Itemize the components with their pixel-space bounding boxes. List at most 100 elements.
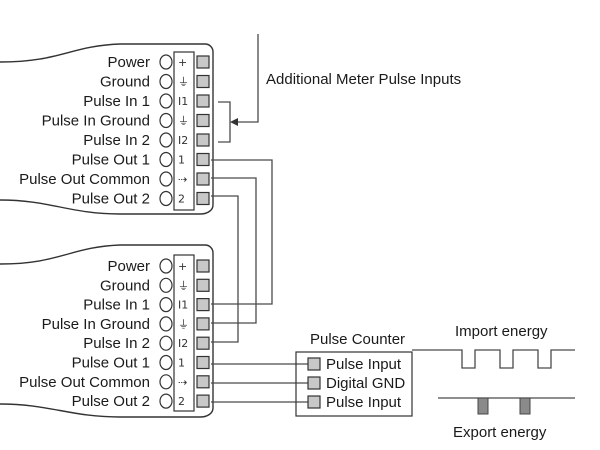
terminal-connector[interactable] (196, 55, 210, 69)
meter2-terminal-row: Ground ⏚ (100, 277, 210, 294)
additional-inputs-annotation: Additional Meter Pulse Inputs (218, 34, 461, 143)
pulse-counter-input: Pulse Input (307, 394, 402, 411)
pulse-counter-box (295, 351, 413, 417)
terminal-screw-icon (159, 393, 173, 409)
terminal-screw-icon (159, 54, 173, 70)
meter1-terminal-row: Power + (107, 54, 210, 71)
terminal-screw-icon (159, 151, 173, 168)
terminal-symbol-icon: ⏚ (178, 76, 189, 89)
export-pulse-2 (519, 397, 531, 415)
pulse-counter-input: Digital GND (307, 375, 405, 392)
terminal-screw-icon (159, 132, 173, 148)
bracket (218, 101, 231, 143)
terminal-symbol-icon: + (178, 56, 187, 69)
terminal-connector[interactable] (196, 394, 210, 408)
terminal-symbol-icon: I2 (178, 337, 188, 350)
counter-input-label: Digital GND (326, 375, 405, 392)
terminal-symbol-icon: 1 (178, 154, 185, 167)
terminal-symbol-icon: I2 (178, 134, 188, 147)
terminal-connector[interactable] (196, 113, 210, 128)
terminal-connector[interactable] (196, 133, 210, 147)
export-energy-label: Export energy (453, 424, 547, 441)
meter-2-terminal-strip (173, 254, 195, 412)
terminal-connector[interactable] (196, 278, 210, 292)
meter1-terminal-row: Pulse Out 1 1 (72, 151, 210, 169)
meter2-terminal-row: Pulse Out 1 1 (72, 354, 210, 372)
meter2-terminal-row: Pulse In Ground ⏚ (42, 316, 210, 333)
meter1-terminal-row: Pulse In Ground⏚ (42, 113, 210, 130)
terminal-symbol-icon: ⇢ (178, 376, 187, 389)
terminal-connector[interactable] (196, 375, 210, 389)
terminal-connector[interactable] (196, 317, 210, 331)
terminal-connector[interactable] (196, 152, 210, 167)
arrow-head-icon (230, 118, 238, 126)
terminal-symbol-icon: + (178, 260, 187, 273)
export-signal: Export energy (438, 397, 575, 441)
terminal-symbol-icon: ⏚ (178, 318, 189, 331)
terminal-connector[interactable] (196, 298, 210, 312)
terminal-label: Ground (100, 277, 150, 294)
meter-2-body (0, 244, 214, 418)
terminal-screw-icon (159, 93, 173, 109)
terminal-label: Pulse Out 2 (72, 191, 150, 208)
terminal-symbol-icon: I1 (178, 299, 188, 312)
terminal-connector[interactable] (196, 94, 210, 108)
terminal-label: Power (107, 258, 150, 275)
terminal-label: Pulse Out 1 (72, 355, 150, 372)
terminal-symbol-icon: 2 (178, 395, 185, 408)
counter-terminal[interactable] (307, 395, 321, 409)
terminal-connector[interactable] (196, 336, 210, 350)
arrow-line (232, 34, 259, 123)
additional-inputs-label: Additional Meter Pulse Inputs (266, 71, 461, 88)
meter-1-terminal-strip (173, 51, 195, 211)
terminal-screw-icon (159, 354, 173, 371)
terminal-screw-icon (159, 73, 173, 90)
wire-pulse-out1-to-pulse-in1 (211, 159, 273, 305)
terminal-label: Pulse In 1 (83, 297, 150, 314)
inter-meter-wiring (211, 159, 273, 343)
terminal-connector[interactable] (196, 355, 210, 370)
terminal-label: Pulse In 2 (83, 132, 150, 149)
terminal-connector[interactable] (196, 172, 210, 186)
terminal-screw-icon (159, 171, 173, 187)
terminal-label: Power (107, 54, 150, 71)
import-signal: Import energy (412, 323, 575, 369)
terminal-screw-icon (159, 297, 173, 313)
terminal-symbol-icon: 1 (178, 357, 185, 370)
terminal-symbol-icon: I1 (178, 95, 188, 108)
terminal-label: Pulse In Ground (42, 113, 150, 130)
terminal-screw-icon (159, 277, 173, 293)
export-pulse-1 (477, 397, 489, 415)
terminal-connector[interactable] (196, 259, 210, 273)
terminal-label: Pulse In Ground (42, 316, 150, 333)
counter-terminal[interactable] (307, 357, 321, 371)
terminal-connector[interactable] (196, 74, 210, 89)
meter1-terminal-row: Pulse In 1 I1 (83, 93, 210, 110)
terminal-symbol-icon: ⇢ (178, 173, 187, 186)
meter1-terminal-row: Pulse In 2 I2 (83, 132, 210, 149)
terminal-label: Pulse Out 2 (72, 393, 150, 410)
meter2-terminal-row: Pulse Out 2 2 (72, 393, 210, 410)
terminal-label: Pulse Out 1 (72, 152, 150, 169)
terminal-label: Pulse Out Common (19, 171, 150, 188)
terminal-screw-icon (159, 258, 173, 274)
terminal-symbol-icon: ⏚ (178, 279, 189, 292)
counter-input-label: Pulse Input (326, 356, 402, 373)
counter-wiring (211, 363, 308, 403)
meter1-terminal-row: Pulse Out Common ⇢ (19, 171, 210, 188)
pulse-counter-input: Pulse Input (307, 356, 402, 373)
meter-1-body (0, 43, 214, 215)
terminal-connector[interactable] (196, 191, 210, 206)
terminal-screw-icon (159, 190, 173, 207)
counter-terminal[interactable] (307, 376, 321, 390)
terminal-label: Pulse Out Common (19, 374, 150, 391)
meter2-terminal-row: Power + (107, 258, 210, 275)
counter-input-label: Pulse Input (326, 394, 402, 411)
terminal-screw-icon (159, 335, 173, 351)
terminal-label: Pulse In 1 (83, 93, 150, 110)
